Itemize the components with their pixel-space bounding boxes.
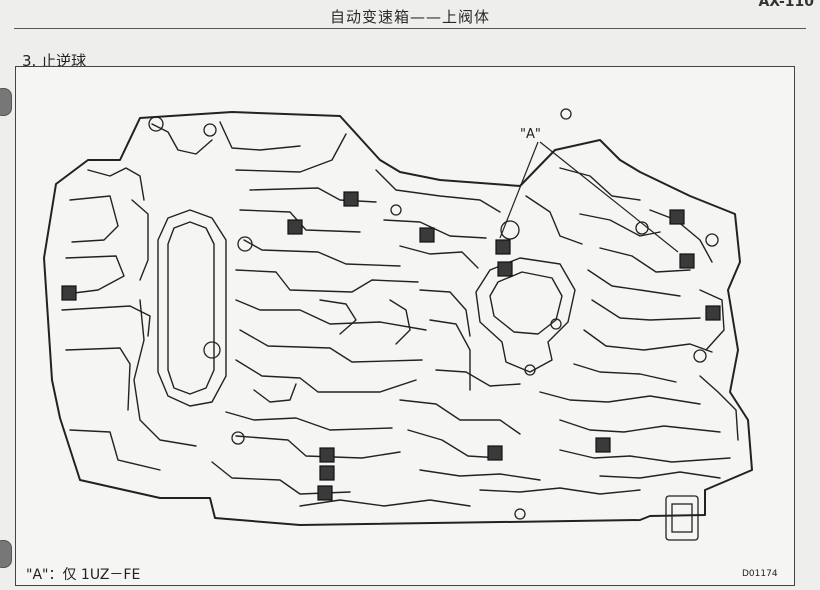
- figure-code: D01174: [742, 569, 778, 579]
- figure-footnote: "A"：仅 1UZ－FE: [26, 567, 141, 583]
- check-ball: [487, 445, 503, 461]
- check-ball: [319, 465, 335, 481]
- check-ball: [595, 437, 611, 453]
- check-ball: [287, 219, 303, 235]
- section-title: 3. 止逆球: [22, 52, 87, 70]
- check-ball: [419, 227, 435, 243]
- check-ball: [317, 485, 333, 501]
- page-code: AX-110: [758, 0, 814, 10]
- page-header-title: 自动变速箱——上阀体: [329, 8, 490, 26]
- check-ball: [669, 209, 685, 225]
- check-ball: [705, 305, 721, 321]
- callout-label-a: "A": [520, 127, 541, 142]
- check-ball: [495, 239, 511, 255]
- binding-hole: [0, 88, 12, 116]
- binding-hole: [0, 540, 12, 568]
- valve-body-outline: [43, 111, 753, 526]
- valve-body-passages: [61, 121, 739, 507]
- callout-lines: [499, 141, 679, 253]
- check-ball: [497, 261, 513, 277]
- valve-body-ports: [148, 108, 719, 541]
- check-ball: [679, 253, 695, 269]
- check-ball: [61, 285, 77, 301]
- page-header: 自动变速箱——上阀体 AX-110: [0, 0, 820, 30]
- check-ball: [319, 447, 335, 463]
- check-balls: [61, 191, 721, 501]
- header-rule: [14, 28, 806, 29]
- check-ball: [343, 191, 359, 207]
